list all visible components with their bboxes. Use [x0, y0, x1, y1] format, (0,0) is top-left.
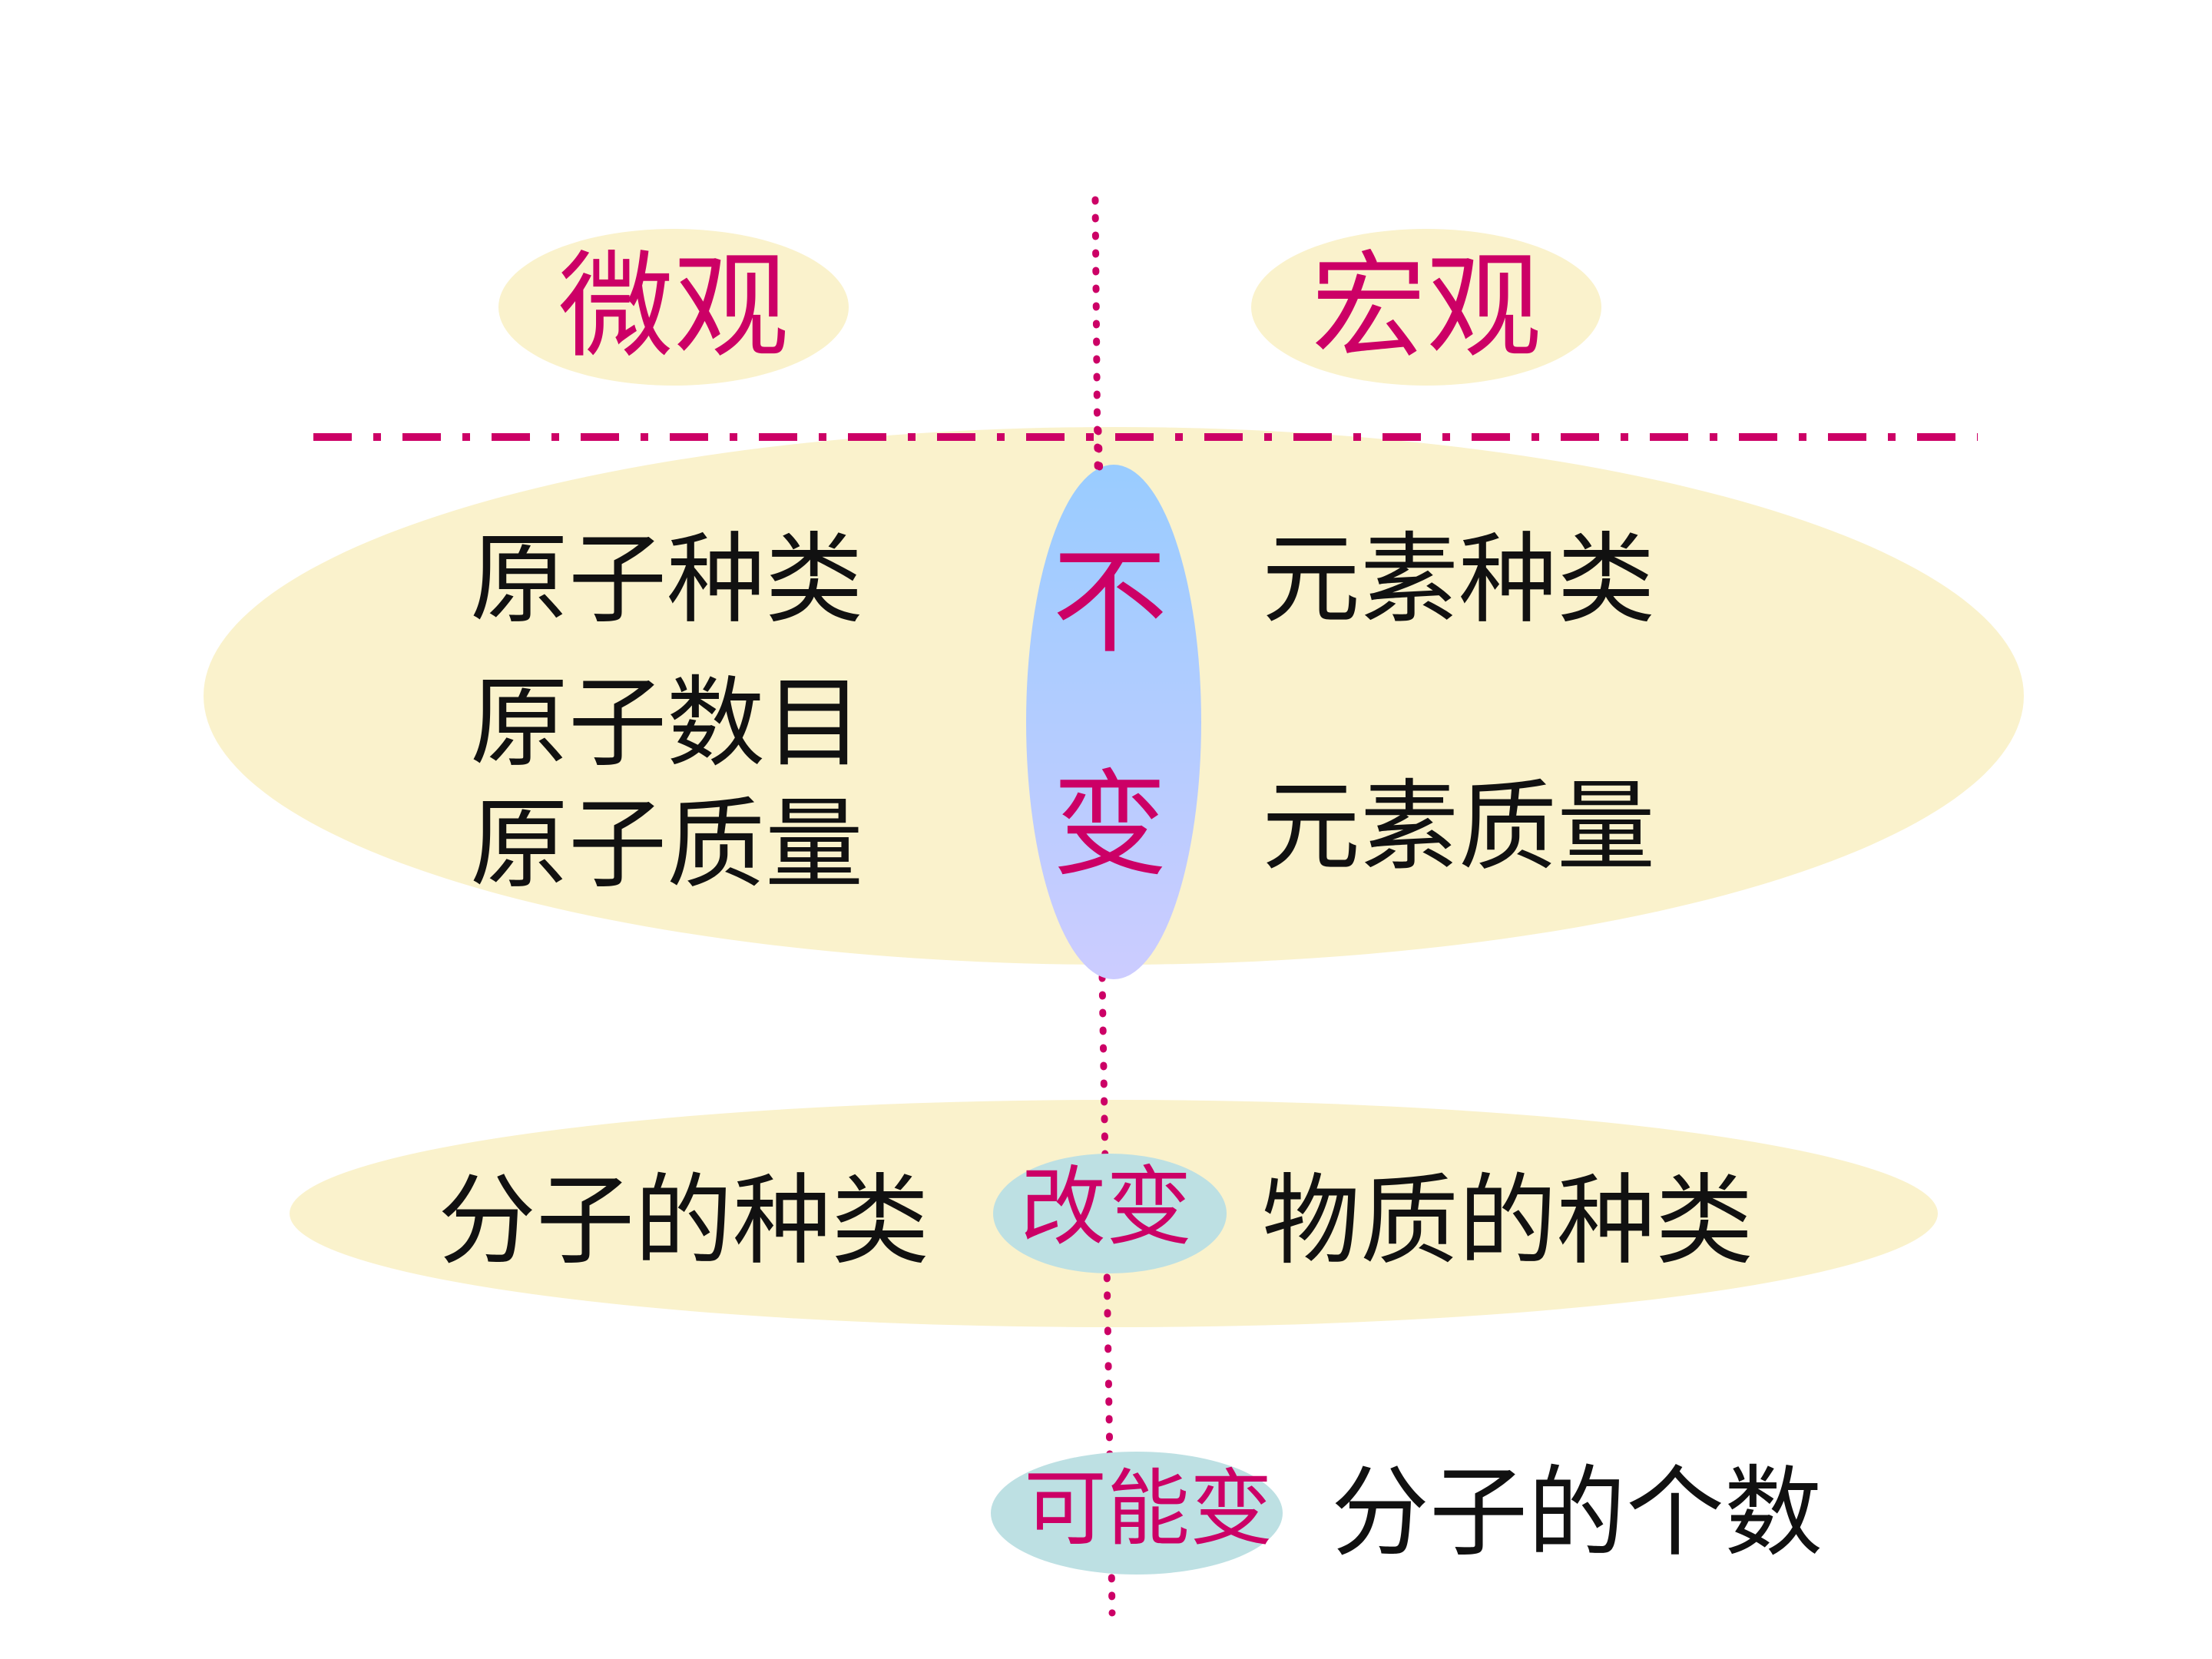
unchanged-badge-top: 不	[1052, 536, 1167, 670]
changed-badge	[993, 1154, 1227, 1273]
changed-badge-label: 改变	[1020, 1157, 1192, 1257]
micro-unchanged-item: 原子数目	[470, 667, 863, 781]
macro-header-label: 宏观	[1311, 240, 1541, 374]
macro-unchanged-item: 元素种类	[1262, 523, 1655, 637]
changed-macro-item: 物质的种类	[1262, 1164, 1753, 1279]
changed-micro-item: 分子的种类	[438, 1164, 929, 1279]
micro-header-ellipse	[498, 229, 849, 386]
macro-header-ellipse	[1251, 229, 1601, 386]
micro-header-label: 微观	[558, 240, 789, 374]
micro-unchanged-item: 原子质量	[470, 788, 863, 902]
vertical-divider-overlay	[1094, 426, 1104, 480]
unchanged-badge	[1026, 465, 1201, 979]
may-change-item: 分子的个数	[1331, 1456, 1823, 1571]
macro-unchanged-item: 元素质量	[1262, 770, 1655, 885]
may-change-badge-label: 可能变	[1024, 1462, 1273, 1558]
micro-unchanged-item: 原子种类	[470, 523, 863, 637]
unchanged-badge-bottom: 变	[1052, 759, 1167, 892]
may-change-badge	[991, 1452, 1283, 1575]
